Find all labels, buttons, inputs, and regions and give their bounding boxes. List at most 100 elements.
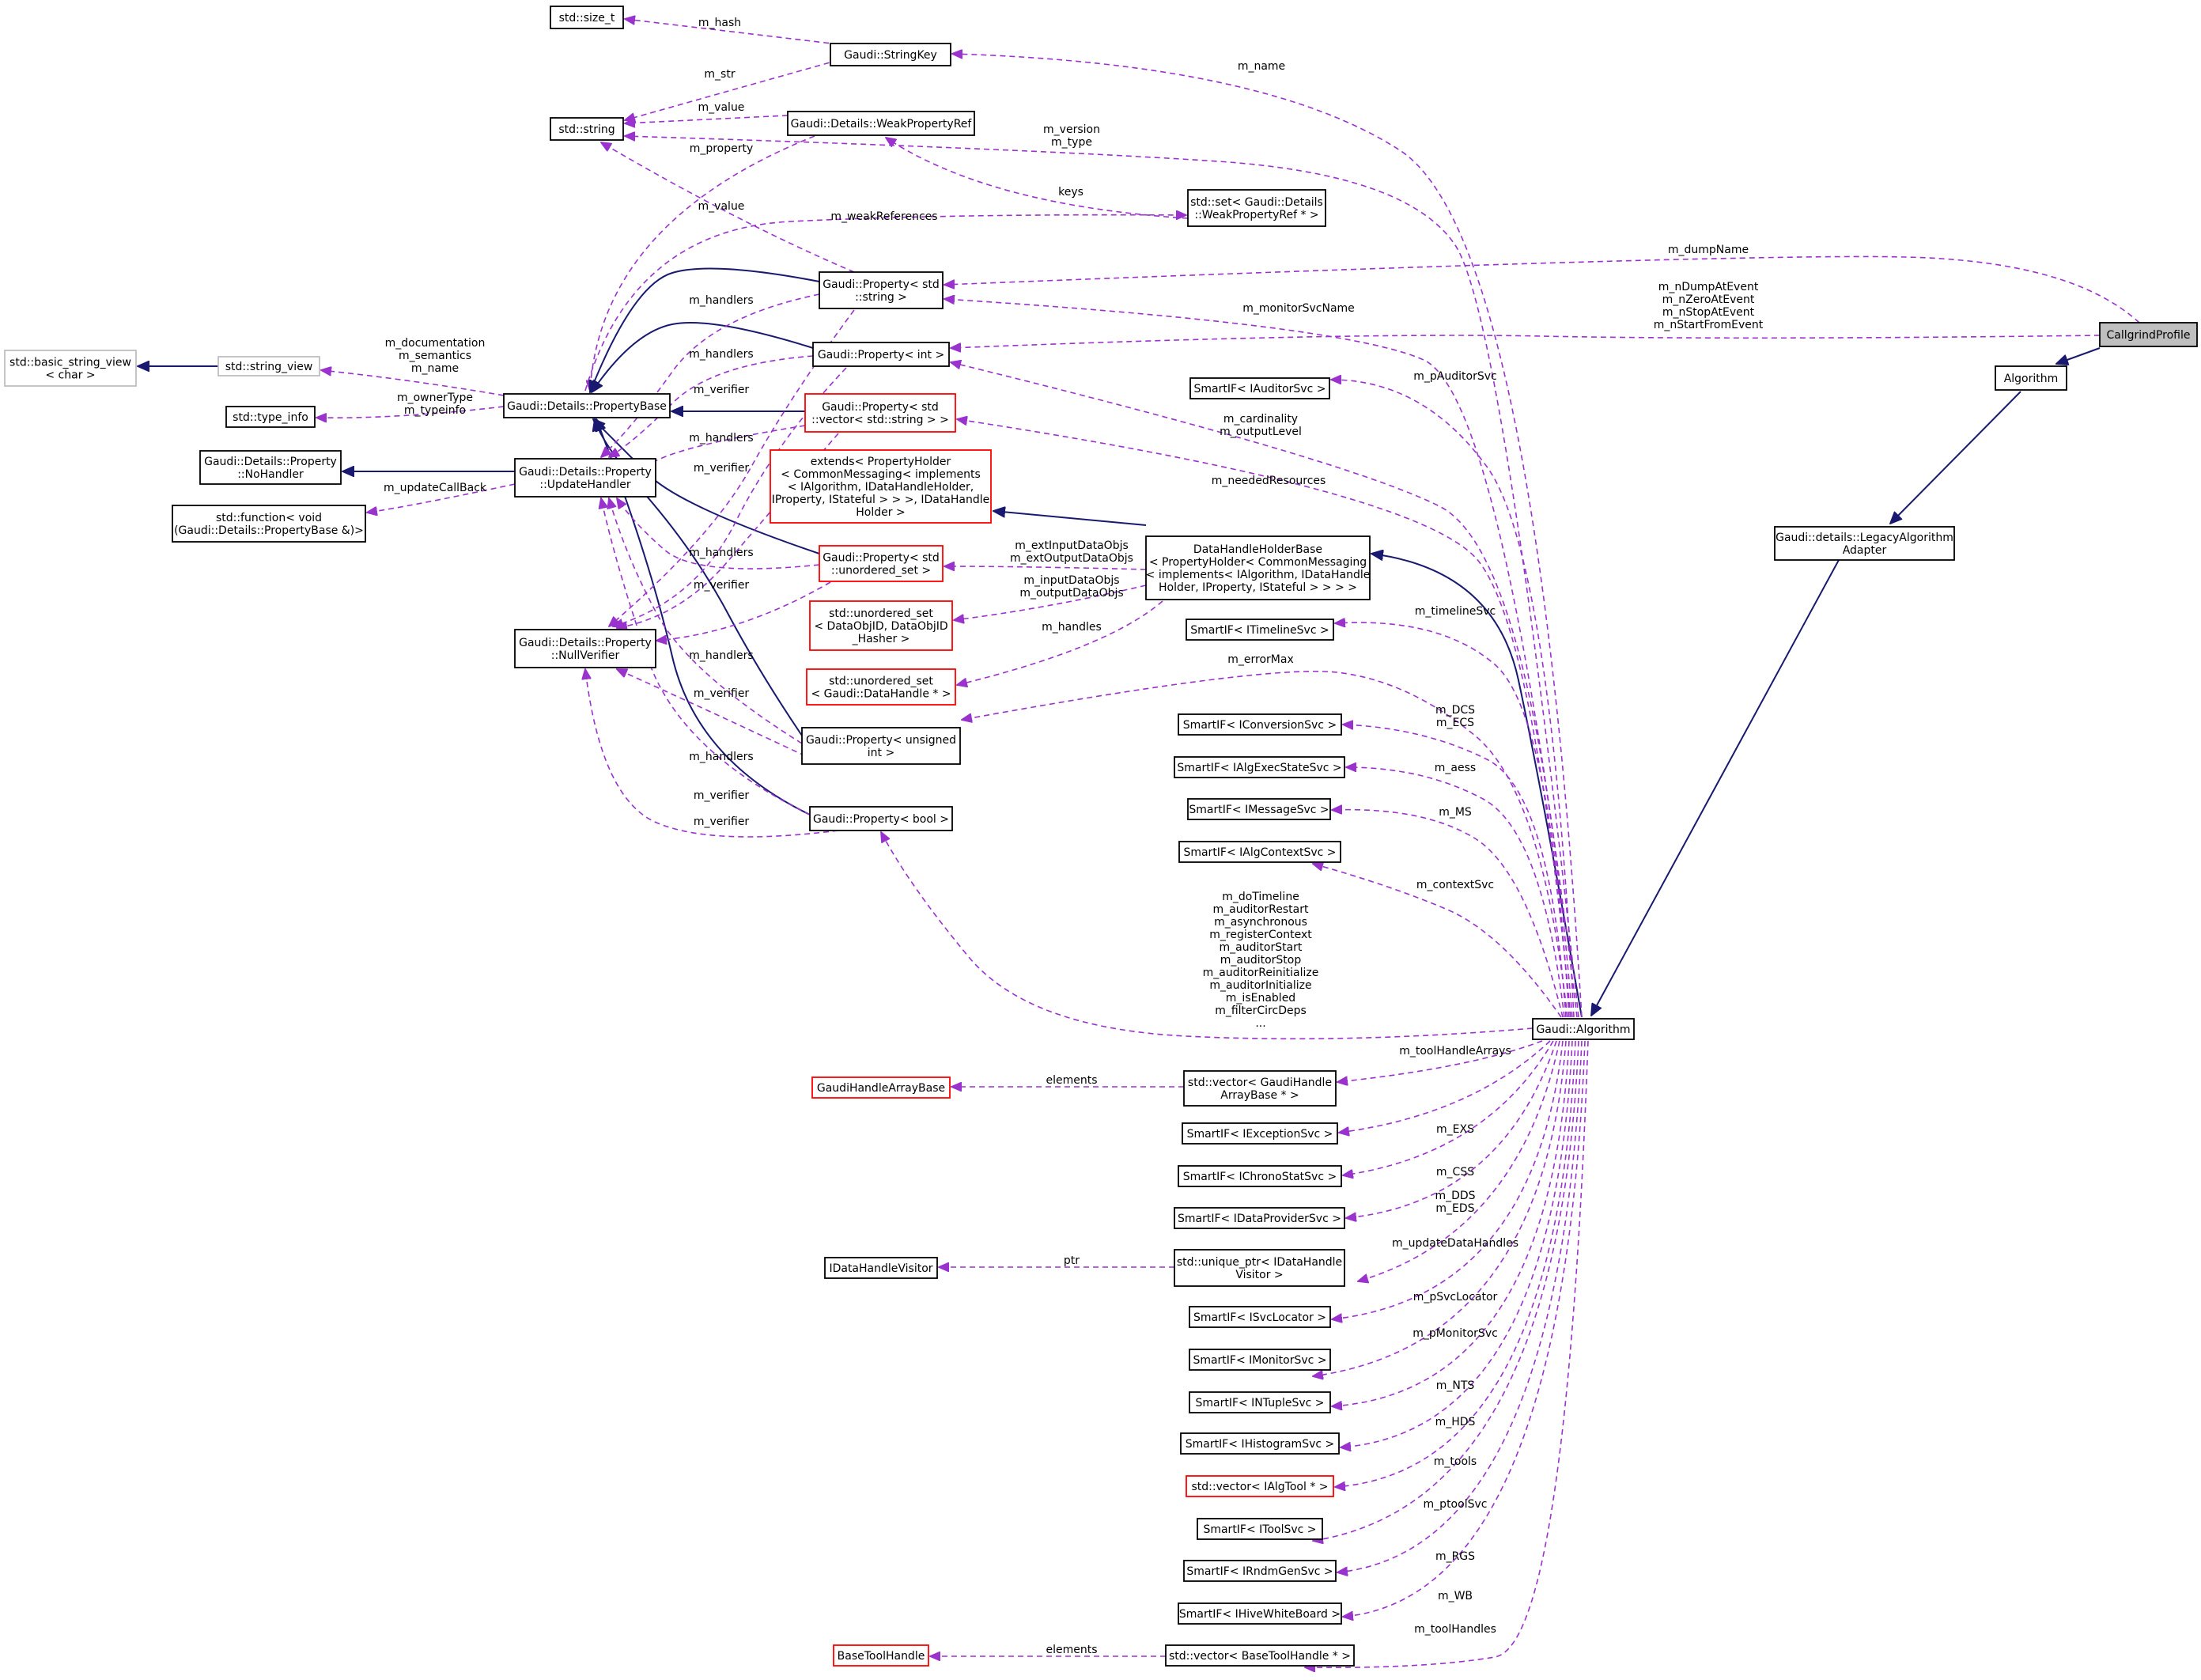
node-pstring[interactable]: Gaudi::Property< std::string > [819, 271, 944, 309]
node-nohandler[interactable]: Gaudi::Details::Property::NoHandler [199, 450, 342, 485]
node-stool[interactable]: SmartIF< IToolSvc > [1197, 1518, 1323, 1540]
node-label: SmartIF< IAlgExecStateSvc > [1177, 762, 1341, 774]
node-shisto[interactable]: SmartIF< IHistogramSvc > [1180, 1432, 1340, 1455]
edge-label-m-ptoolSvc: m_ptoolSvc [1424, 1498, 1488, 1511]
edge-label-m-WB: m_WB [1438, 1590, 1473, 1602]
edge-label-line: m_tools [1434, 1455, 1477, 1468]
node-ghandlearr[interactable]: GaudiHandleArrayBase [811, 1076, 951, 1099]
e-weakref-stdstring-usage-edge [625, 115, 789, 123]
node-label: SmartIF< IConversionSvc > [1183, 719, 1337, 732]
edge-label-line: m_name [411, 362, 459, 375]
node-label: Gaudi::Property< int > [818, 349, 944, 361]
node-label-line: SmartIF< IChronoStatSvc > [1183, 1171, 1337, 1183]
node-stimeline[interactable]: SmartIF< ITimelineSvc > [1186, 619, 1334, 641]
edge-label-line: m_auditorInitialize [1209, 979, 1311, 992]
node-pint[interactable]: Gaudi::Property< int > [812, 342, 950, 367]
edge-label-line: m_outputLevel [1220, 426, 1302, 438]
node-label: std::unordered_set< Gaudi::DataHandle * … [811, 675, 951, 701]
node-box [833, 1644, 929, 1667]
node-box [809, 806, 953, 831]
node-box [1186, 619, 1334, 641]
node-label-line: Gaudi::details::LegacyAlgorithm [1776, 532, 1953, 544]
node-smonitor[interactable]: SmartIF< IMonitorSvc > [1189, 1349, 1331, 1371]
edge-label-line: m_dumpName [1668, 244, 1749, 256]
node-box [172, 505, 366, 543]
node-label: SmartIF< IAlgContextSvc > [1183, 846, 1336, 859]
node-label-line: std::set< Gaudi::Details [1190, 196, 1323, 209]
e-galg-smessage-usage-edge [1332, 810, 1564, 1018]
node-stringkey[interactable]: Gaudi::StringKey [830, 43, 951, 66]
node-sconversion[interactable]: SmartIF< IConversionSvc > [1178, 713, 1342, 736]
node-label: Gaudi::Property< std::vector< std::strin… [811, 401, 949, 426]
node-algorithm[interactable]: Algorithm [1995, 365, 2067, 391]
edge-label-line: m_handlers [689, 294, 753, 307]
node-pvector[interactable]: Gaudi::Property< std::vector< std::strin… [804, 393, 956, 433]
node-label: SmartIF< IHistogramSvc > [1186, 1438, 1335, 1451]
node-sexception[interactable]: SmartIF< IExceptionSvc > [1182, 1122, 1338, 1145]
node-extends[interactable]: extends< PropertyHolder< CommonMessaging… [770, 449, 992, 524]
node-label-line: < Gaudi::DataHandle * > [811, 688, 951, 701]
node-ssvcloc[interactable]: SmartIF< ISvcLocator > [1189, 1306, 1331, 1328]
e-pstring-stdstring-usage-edge [601, 142, 855, 273]
node-weakref[interactable]: Gaudi::Details::WeakPropertyRef [787, 111, 975, 136]
node-unordobj[interactable]: std::unordered_set< DataObjID, DataObjID… [809, 600, 953, 651]
node-label: Gaudi::Property< bool > [813, 813, 949, 826]
edge-label-line: m_toolHandleArrays [1399, 1045, 1511, 1058]
node-callgrind[interactable]: CallgrindProfile [2099, 322, 2198, 347]
node-sdataprov[interactable]: SmartIF< IDataProviderSvc > [1174, 1207, 1345, 1229]
node-box [1532, 1018, 1635, 1040]
e-punordset-nullverif-usage-edge [656, 581, 831, 641]
node-label: std::basic_string_view< char > [9, 357, 131, 382]
node-pbool[interactable]: Gaudi::Property< bool > [809, 806, 953, 831]
node-punordset[interactable]: Gaudi::Property< std::unordered_set > [819, 545, 944, 582]
edge-label-line: m_EDS [1435, 1202, 1474, 1215]
node-salgexec[interactable]: SmartIF< IAlgExecStateSvc > [1174, 756, 1345, 778]
node-smessage[interactable]: SmartIF< IMessageSvc > [1187, 798, 1331, 820]
node-srndm[interactable]: SmartIF< IRndmGenSvc > [1183, 1560, 1337, 1582]
node-sizet[interactable]: std::size_t [550, 6, 624, 29]
node-valgtool[interactable]: std::vector< IAlgTool * > [1186, 1475, 1334, 1497]
node-typeinfo[interactable]: std::type_info [225, 406, 316, 428]
node-setweak[interactable]: std::set< Gaudi::Details::WeakPropertyRe… [1187, 189, 1326, 227]
node-unordhandle[interactable]: std::unordered_set< Gaudi::DataHandle * … [806, 668, 956, 706]
node-basetool[interactable]: BaseToolHandle [833, 1644, 929, 1667]
edge-label-line: m_updateDataHandles [1392, 1237, 1518, 1250]
node-svview[interactable]: std::basic_string_view< char > [4, 350, 137, 387]
node-label-line: Adapter [1843, 544, 1887, 557]
edge-label-line: m_handlers [689, 432, 753, 445]
node-schrono[interactable]: SmartIF< IChronoStatSvc > [1178, 1165, 1342, 1187]
node-box [809, 600, 953, 651]
node-salgctx[interactable]: SmartIF< IAlgContextSvc > [1178, 841, 1341, 863]
node-strview[interactable]: std::string_view [217, 356, 320, 376]
node-box [1145, 535, 1371, 600]
node-box [1187, 798, 1331, 820]
edge-label-m-value-weak: m_value [698, 101, 745, 114]
node-stdfunc[interactable]: std::function< void(Gaudi::Details::Prop… [172, 505, 366, 543]
node-nullverif[interactable]: Gaudi::Details::Property::NullVerifier [514, 629, 656, 668]
node-box [1189, 1349, 1331, 1371]
node-dhhb[interactable]: DataHandleHolderBase< PropertyHolder< Co… [1145, 535, 1371, 600]
node-label-line: ::vector< std::string > > [811, 414, 949, 426]
node-label-line: int > [868, 747, 894, 759]
node-label-line: ::string > [855, 291, 907, 304]
node-label-line: SmartIF< IAlgExecStateSvc > [1177, 762, 1341, 774]
node-label-line: Visitor > [1235, 1269, 1283, 1281]
node-sntuple[interactable]: SmartIF< INTupleSvc > [1189, 1391, 1331, 1413]
node-shive[interactable]: SmartIF< IHiveWhiteBoard > [1178, 1602, 1342, 1625]
node-idhvisitor[interactable]: IDataHandleVisitor [824, 1257, 938, 1279]
node-vbasetool[interactable]: std::vector< BaseToolHandle * > [1165, 1644, 1355, 1667]
node-updhandler[interactable]: Gaudi::Details::Property::UpdateHandler [514, 458, 656, 498]
node-pbase[interactable]: Gaudi::Details::PropertyBase [503, 393, 671, 418]
node-stdstring[interactable]: std::string [550, 117, 624, 141]
edge-label-line: m_handlers [689, 348, 753, 361]
node-label-line: _Hasher > [852, 633, 910, 645]
edge-label-m-NTS: m_NTS [1436, 1379, 1475, 1392]
node-sauditor[interactable]: SmartIF< IAuditorSvc > [1189, 377, 1330, 399]
node-galg[interactable]: Gaudi::Algorithm [1532, 1018, 1635, 1040]
node-label-line: < implements< IAlgorithm, IDataHandle [1146, 569, 1371, 581]
node-label: SmartIF< IToolSvc > [1203, 1523, 1316, 1536]
